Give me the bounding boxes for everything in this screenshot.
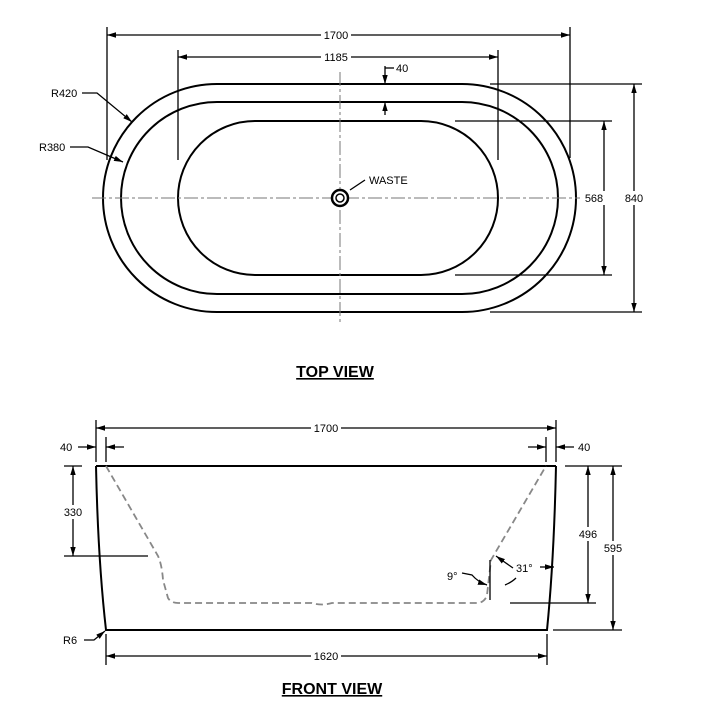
- dim-overall-length: 1700: [324, 30, 348, 42]
- dim-rim: 40: [396, 63, 408, 75]
- dim-overall-width: 840: [625, 193, 643, 205]
- angle-small-label: 9°: [447, 571, 458, 583]
- waste-label: WASTE: [369, 175, 408, 187]
- front-view-title: FRONT VIEW: [282, 681, 383, 698]
- dim-seat-depth: 330: [64, 507, 82, 519]
- basin-hidden-line: [105, 465, 547, 606]
- radius-inner-label: R380: [39, 142, 65, 154]
- top-view: WASTE 1700 1185 40 568 840 R420 R380 TOP…: [39, 27, 650, 381]
- radius-base-label: R6: [63, 635, 77, 647]
- front-view: 1700 40 40 330 496 595 9° 31°: [60, 420, 627, 698]
- dim-left-rim: 40: [60, 442, 72, 454]
- radius-outer-label: R420: [51, 88, 77, 100]
- dim-base-length: 1620: [314, 651, 338, 663]
- dim-right-rim: 40: [578, 442, 590, 454]
- dim-top-length: 1700: [314, 423, 338, 435]
- dim-inner-depth: 496: [579, 529, 597, 541]
- waste-icon: [330, 188, 350, 208]
- dim-overall-height: 595: [604, 543, 622, 555]
- top-view-title: TOP VIEW: [296, 364, 375, 381]
- dim-inner-length: 1185: [324, 52, 348, 64]
- dim-inner-width: 568: [585, 193, 603, 205]
- angle-large-label: 31°: [516, 563, 533, 575]
